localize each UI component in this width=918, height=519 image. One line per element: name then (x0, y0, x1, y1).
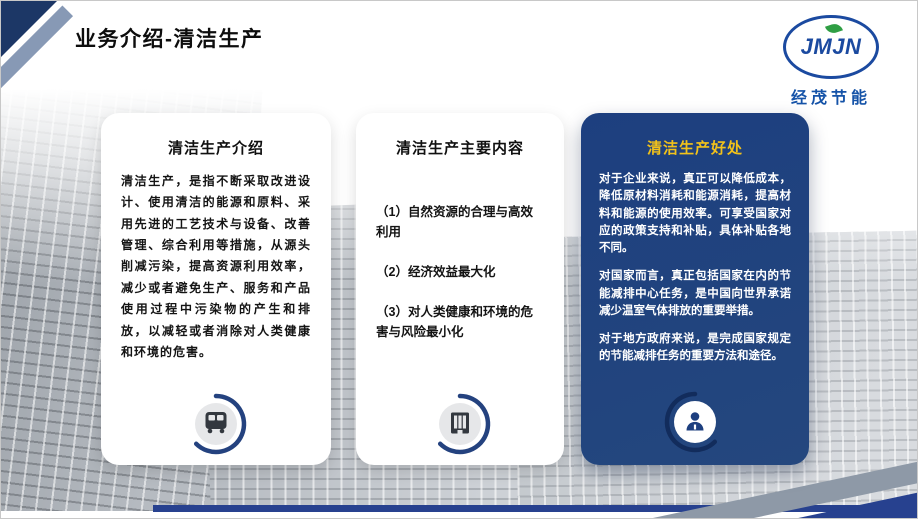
person-icon (662, 389, 728, 455)
card-item-list: （1）自然资源的合理与高效利用 （2）经济效益最大化 （3）对人类健康和环境的危… (374, 202, 546, 342)
logo-text: JMJN (800, 34, 862, 59)
list-item: （2）经济效益最大化 (376, 265, 496, 279)
company-logo: JMJN 经茂节能 (773, 15, 889, 108)
card-body-text: 清洁生产，是指不断采取改进设计、使用清洁的能源和原料、采用先进的工艺技术与设备、… (121, 174, 311, 359)
card-clean-production-main-content: 清洁生产主要内容 （1）自然资源的合理与高效利用 （2）经济效益最大化 （3）对… (356, 113, 564, 465)
bus-icon (183, 391, 249, 457)
card-title: 清洁生产主要内容 (395, 140, 524, 157)
page-title: 业务介绍-清洁生产 (75, 28, 264, 51)
list-item: （3）对人类健康和环境的危害与风险最小化 (376, 305, 533, 339)
card-clean-production-benefits: 清洁生产好处 对于企业来说，真正可以降低成本，降低原材料消耗和能源消耗，提高材料… (581, 113, 809, 465)
logo-oval: JMJN (783, 15, 879, 79)
card-paragraph: 对于企业来说，真正可以降低成本，降低原材料消耗和能源消耗，提高材料和能源的使用效… (599, 173, 791, 254)
bottom-blue-bar (153, 505, 917, 512)
card-paragraph: 对国家而言，真正包括国家在内的节能减排中心任务，是中国向世界承诺减少温室气体排放… (599, 270, 791, 317)
building-icon (427, 391, 493, 457)
card-title: 清洁生产好处 (646, 140, 743, 157)
card-title: 清洁生产介绍 (167, 140, 264, 157)
logo-subtitle: 经茂节能 (790, 90, 871, 107)
list-item: （1）自然资源的合理与高效利用 (376, 205, 533, 239)
card-clean-production-intro: 清洁生产介绍 清洁生产，是指不断采取改进设计、使用清洁的能源和原料、采用先进的工… (101, 113, 331, 465)
card-paragraph: 对于地方政府来说，是完成国家规定的节能减排任务的重要方法和途径。 (599, 333, 791, 363)
